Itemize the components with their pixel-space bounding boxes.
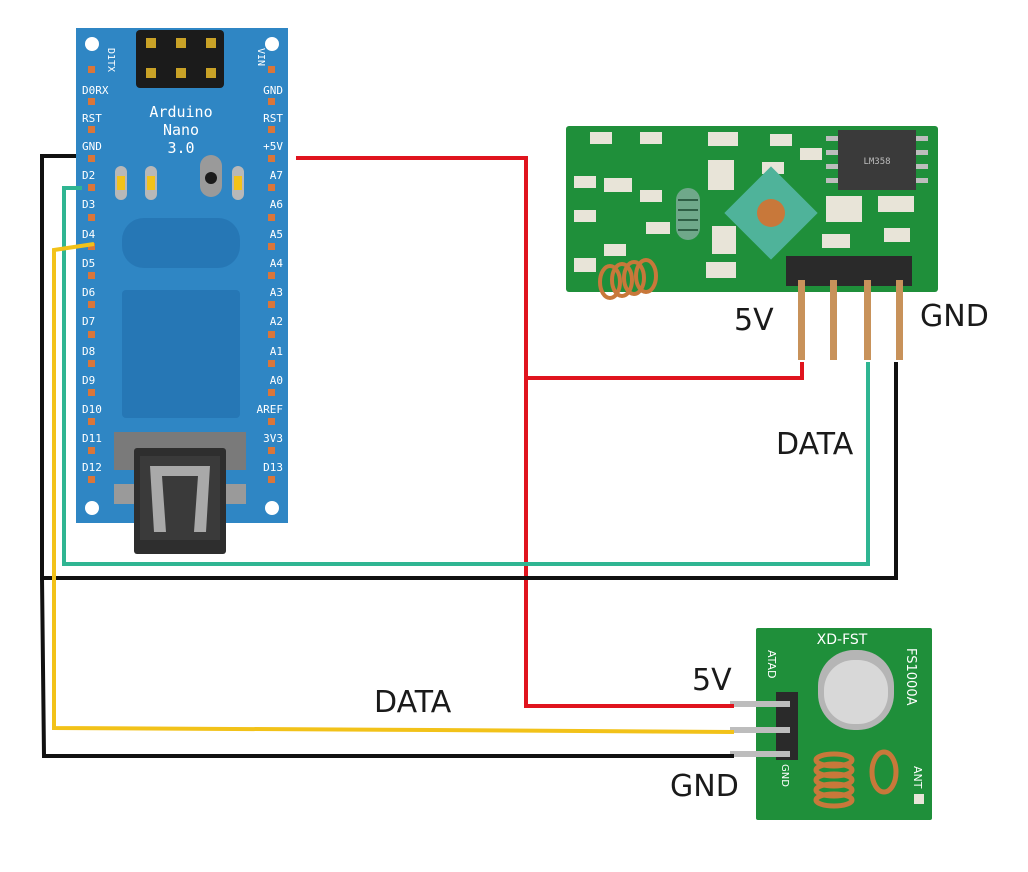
- arduino-nano-board: Arduino Nano 3.0 D0RX RST GND D2: [76, 28, 288, 554]
- pin-label-right: A3: [270, 286, 283, 299]
- transmitter-5v-label: 5V: [692, 663, 732, 698]
- transmitter-coil: [813, 749, 899, 809]
- transmitter-pin-ant: ANT: [911, 766, 924, 789]
- mount-hole-bl: [85, 501, 99, 515]
- receiver-copper-coil: [598, 258, 658, 300]
- board-title-2: Nano: [163, 121, 199, 139]
- mount-hole-tr: [265, 37, 279, 51]
- pin-label-left: D6: [82, 286, 95, 299]
- pin-label-right: A0: [270, 374, 283, 387]
- pin-label-left: D9: [82, 374, 95, 387]
- pin-label-left: D3: [82, 198, 95, 211]
- pin-label-right: A7: [270, 169, 283, 182]
- mount-hole-br: [265, 501, 279, 515]
- receiver-ic-label: LM358: [863, 157, 890, 167]
- receiver-ic: [838, 130, 916, 190]
- pin-label-left: D2: [82, 169, 95, 182]
- transmitter-pins: [730, 701, 790, 757]
- pin-label-right: A4: [270, 257, 284, 270]
- wire-data-transmitter: [52, 242, 735, 734]
- pin-label-left: RST: [82, 112, 102, 125]
- pin-label-right: +5V: [263, 140, 283, 153]
- pin-pads: [88, 66, 275, 483]
- transmitter-data-label: DATA: [374, 685, 452, 720]
- pin-label-left: D8: [82, 345, 95, 358]
- receiver-pin-header: [786, 256, 912, 286]
- pin-label-right: A5: [270, 228, 283, 241]
- transmitter-model: XD-FST: [817, 632, 868, 648]
- pin-label-right: GND: [263, 84, 283, 97]
- pin-label-left: D11: [82, 432, 102, 445]
- pin-label-right: D13: [263, 461, 283, 474]
- pin-label-left: D0RX: [82, 84, 109, 97]
- pin-label-left-top: D1TX: [105, 48, 116, 72]
- wires: [40, 154, 898, 758]
- pin-label-right-top: VIN: [255, 48, 266, 66]
- pin-label-left: GND: [82, 140, 102, 153]
- board-title-3: 3.0: [167, 139, 194, 157]
- receiver-pins: [798, 280, 903, 360]
- pin-label-left: D7: [82, 315, 95, 328]
- pin-label-right: A6: [270, 198, 283, 211]
- pin-label-left: D12: [82, 461, 102, 474]
- receiver-gnd-label: GND: [920, 299, 989, 334]
- chip-main: [122, 290, 240, 418]
- rf-receiver-module: LM358 5V GND: [566, 126, 989, 462]
- wire-data-receiver: [62, 186, 870, 566]
- receiver-data-label: DATA: [776, 427, 854, 462]
- rf-transmitter-module: XD-FST FS1000A ATAD GND ANT 5V GND DATA: [374, 628, 932, 820]
- pin-label-right: A2: [270, 315, 283, 328]
- transmitter-part: FS1000A: [903, 648, 918, 706]
- pin-label-right: RST: [263, 112, 283, 125]
- board-title-1: Arduino: [149, 103, 212, 121]
- pin-label-left: D10: [82, 403, 102, 416]
- pin-label-right: 3V3: [263, 432, 283, 445]
- usb-connector: [114, 432, 246, 554]
- transmitter-pin-gnd: GND: [779, 764, 790, 787]
- pin-label-left: D5: [82, 257, 95, 270]
- transmitter-pin-header: [776, 692, 798, 760]
- icsp-header: [136, 30, 224, 88]
- smd-components: [574, 132, 914, 278]
- right-pin-labels: GND RST +5V A7 A6 A5 A4 A3 A2 A1 A0 AREF…: [255, 48, 283, 474]
- mount-hole-tl: [85, 37, 99, 51]
- pin-label-right: A1: [270, 345, 283, 358]
- receiver-inductor: [676, 188, 700, 240]
- pin-label-right: AREF: [257, 403, 284, 416]
- wire-5v-transmitter: [524, 378, 734, 708]
- pin-label-left: D4: [82, 228, 96, 241]
- transmitter-pin-atad: ATAD: [765, 650, 778, 679]
- chip-small: [122, 218, 240, 268]
- wire-gnd-transmitter: [40, 577, 734, 758]
- left-pin-labels: D0RX RST GND D2 D3 D4 D5 D6 D7 D8 D9 D10…: [82, 48, 116, 474]
- receiver-5v-label: 5V: [734, 303, 774, 338]
- transmitter-gnd-label: GND: [670, 769, 739, 804]
